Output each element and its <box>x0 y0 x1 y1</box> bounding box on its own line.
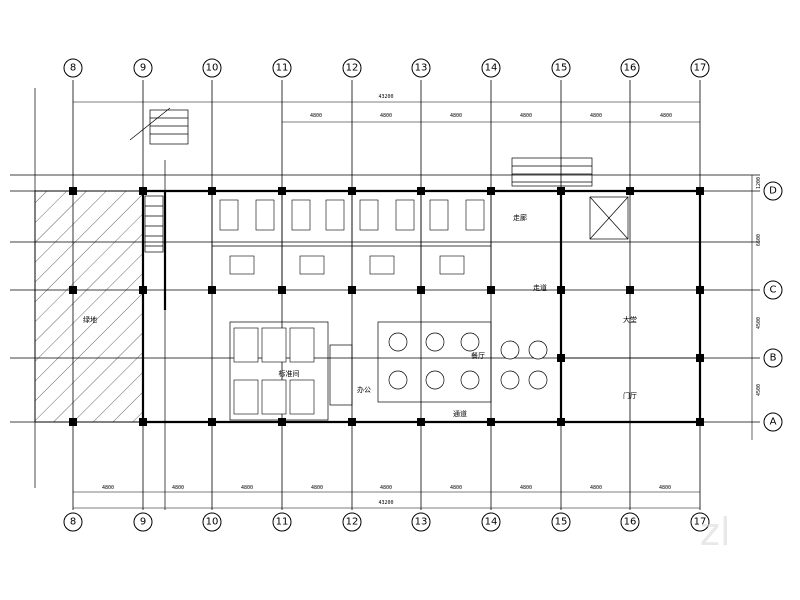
hatched-area-label: 绿地 <box>83 315 97 324</box>
top-axis-bubbles: 8 9 10 11 12 13 14 15 16 17 <box>63 58 710 78</box>
bottom-axis-label: 9 <box>140 517 146 528</box>
row-axis-label: A <box>770 417 777 428</box>
top-axis-label: 17 <box>694 63 707 74</box>
walkway-label: 通道 <box>453 409 467 418</box>
bottom-dimension-lines: 4800 4800 4800 4800 4800 4800 4800 4800 … <box>73 485 700 509</box>
row-axis-label: B <box>770 353 777 364</box>
svg-text:6600: 6600 <box>756 234 762 246</box>
bottom-axis-label: 11 <box>276 517 289 528</box>
office-label: 办公 <box>357 385 371 394</box>
svg-text:4800: 4800 <box>380 113 392 119</box>
svg-text:4800: 4800 <box>311 485 323 491</box>
row-axis-label: D <box>769 186 777 197</box>
svg-text:4800: 4800 <box>520 113 532 119</box>
svg-text:4800: 4800 <box>102 485 114 491</box>
svg-text:1200: 1200 <box>756 177 762 189</box>
top-axis-label: 11 <box>276 63 289 74</box>
svg-text:4800: 4800 <box>659 485 671 491</box>
svg-text:4800: 4800 <box>241 485 253 491</box>
vertical-grid-lines <box>72 80 701 510</box>
top-axis-label: 15 <box>555 63 568 74</box>
top-axis-label: 9 <box>140 63 146 74</box>
bottom-axis-label: 15 <box>555 517 568 528</box>
top-axis-label: 10 <box>206 63 219 74</box>
top-axis-label: 12 <box>346 63 359 74</box>
dining-area: 餐厅 通道 <box>377 321 548 418</box>
bottom-axis-label: 13 <box>415 517 428 528</box>
top-axis-label: 14 <box>485 63 498 74</box>
right-dimension-lines: 1200 6600 4500 4500 <box>751 175 762 440</box>
lobby-lower-label: 门厅 <box>623 391 637 400</box>
lobby: 大堂 门厅 走道 <box>533 196 700 400</box>
structural-columns <box>69 187 704 426</box>
bottom-axis-label: 10 <box>206 517 219 528</box>
left-stairs <box>144 195 164 253</box>
dormitory-label: 标准间 <box>279 369 300 378</box>
top-axis-label: 8 <box>70 63 76 74</box>
svg-text:4800: 4800 <box>310 113 322 119</box>
svg-text:4800: 4800 <box>590 113 602 119</box>
watermark-logo: zl <box>700 510 731 554</box>
svg-text:4800: 4800 <box>450 113 462 119</box>
bottom-axis-label: 16 <box>624 517 637 528</box>
svg-text:4500: 4500 <box>756 384 762 396</box>
row-axis-bubbles: D C B A <box>763 181 783 432</box>
lobby-label: 大堂 <box>623 315 637 324</box>
svg-text:43200: 43200 <box>378 94 393 100</box>
hatched-green-area <box>34 190 144 423</box>
bottom-axis-label: 8 <box>70 517 76 528</box>
row-axis-label: C <box>770 285 777 296</box>
top-stairs <box>129 107 593 187</box>
svg-text:4500: 4500 <box>756 317 762 329</box>
dining-label: 餐厅 <box>471 351 485 360</box>
svg-text:4800: 4800 <box>172 485 184 491</box>
bottom-axis-label: 14 <box>485 517 498 528</box>
corridor-label: 走廊 <box>513 213 527 222</box>
svg-text:4800: 4800 <box>590 485 602 491</box>
svg-text:4800: 4800 <box>450 485 462 491</box>
bottom-axis-label: 17 <box>694 517 707 528</box>
top-axis-label: 16 <box>624 63 637 74</box>
side-corridor-label: 走道 <box>533 283 547 292</box>
svg-text:4800: 4800 <box>660 113 672 119</box>
standard-rooms: 标准间 办公 <box>229 321 371 421</box>
svg-text:43200: 43200 <box>378 500 393 506</box>
svg-text:4800: 4800 <box>380 485 392 491</box>
svg-text:4800: 4800 <box>520 485 532 491</box>
bottom-axis-bubbles: 8 9 10 11 12 13 14 15 16 17 <box>63 512 710 532</box>
dormitory-rooms <box>211 191 492 290</box>
top-dimension-lines: 43200 4800 4800 4800 4800 4800 4800 <box>73 94 700 123</box>
top-axis-label: 13 <box>415 63 428 74</box>
bottom-axis-label: 12 <box>346 517 359 528</box>
